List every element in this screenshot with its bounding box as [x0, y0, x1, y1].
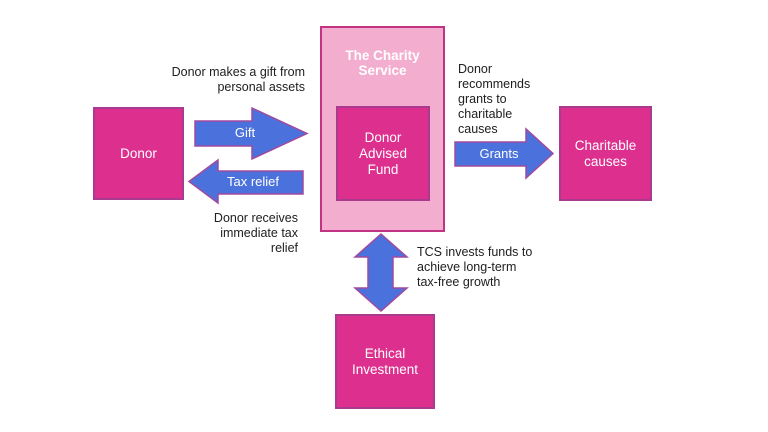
ethical-investment-box: Ethical Investment	[335, 314, 435, 409]
charity-service-container: The Charity Service Donor Advised Fund	[320, 26, 445, 232]
charitable-causes-box: Charitable causes	[559, 106, 652, 201]
annotation-gift: Donor makes a gift from personal assets	[171, 65, 305, 94]
investment-double-arrow	[353, 232, 409, 313]
annotation-investment: TCS invests funds to achieve long-term t…	[417, 245, 533, 289]
tax-relief-arrow	[187, 158, 304, 205]
tax-relief-arrow-label: Tax relief	[226, 174, 280, 189]
donor-box: Donor	[93, 107, 184, 200]
grants-arrow-label: Grants	[479, 146, 519, 161]
annotation-tax-relief: Donor receives immediate tax relief	[213, 211, 298, 255]
gift-arrow-label: Gift	[234, 125, 256, 140]
charity-service-title: The Charity Service	[345, 48, 420, 78]
annotation-grants: Donor recommends grants to charitable ca…	[458, 62, 531, 136]
donor-advised-fund-box: Donor Advised Fund	[336, 106, 430, 201]
gift-arrow	[194, 106, 309, 161]
grants-arrow	[454, 127, 555, 180]
